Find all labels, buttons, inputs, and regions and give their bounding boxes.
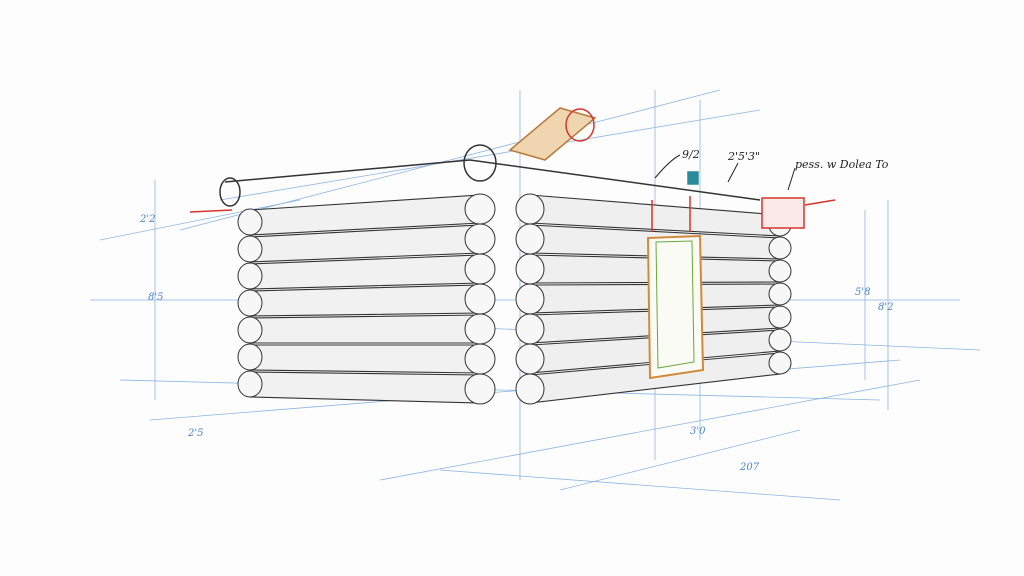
- door-opening: [646, 234, 705, 380]
- log-end: [237, 262, 263, 290]
- log-end: [237, 316, 263, 344]
- left-side-dim-2: 8'5: [148, 292, 163, 303]
- corner-log-ends: [237, 193, 792, 405]
- log-end: [464, 373, 496, 405]
- log: [249, 344, 481, 374]
- log: [249, 371, 481, 404]
- log-end: [768, 328, 792, 352]
- roof-ridge: [219, 107, 805, 229]
- log-end: [237, 235, 263, 263]
- bottom-dimension: 207: [739, 462, 760, 473]
- log-end: [515, 193, 545, 225]
- log-end: [768, 236, 792, 260]
- log-end: [464, 223, 496, 255]
- log: [249, 314, 481, 344]
- log-end: [237, 208, 263, 236]
- log-end: [768, 259, 792, 283]
- log-end: [515, 343, 545, 375]
- log-end: [515, 373, 545, 405]
- log-end: [464, 253, 496, 285]
- log-end: [768, 305, 792, 329]
- log-end: [768, 351, 792, 375]
- log-end: [515, 223, 545, 255]
- log-end: [464, 193, 496, 225]
- log-end: [768, 282, 792, 306]
- log-end: [237, 289, 263, 317]
- log-end: [464, 313, 496, 345]
- log-end: [515, 253, 545, 285]
- left-log-wall: [249, 194, 481, 404]
- log-end: [464, 343, 496, 375]
- front-dimension: 3'0: [690, 426, 706, 437]
- ridge-note: 9/2: [682, 148, 700, 161]
- log-end: [237, 370, 263, 398]
- right-side-dim-1: 5'8: [855, 287, 870, 298]
- log-end: [515, 313, 545, 345]
- red-markers: [189, 196, 836, 232]
- log-end: [515, 283, 545, 315]
- log: [249, 284, 481, 317]
- leader-lines: [654, 154, 796, 191]
- corner-note: pess. w Dolea To: [795, 158, 889, 171]
- log-end: [464, 283, 496, 315]
- log-end: [237, 343, 263, 371]
- height-note: 2'5'3": [727, 150, 760, 163]
- left-side-dim-1: 2'2: [139, 214, 155, 225]
- right-side-dim-2: 8'2: [878, 302, 893, 313]
- left-dimension: 2'5: [187, 428, 203, 439]
